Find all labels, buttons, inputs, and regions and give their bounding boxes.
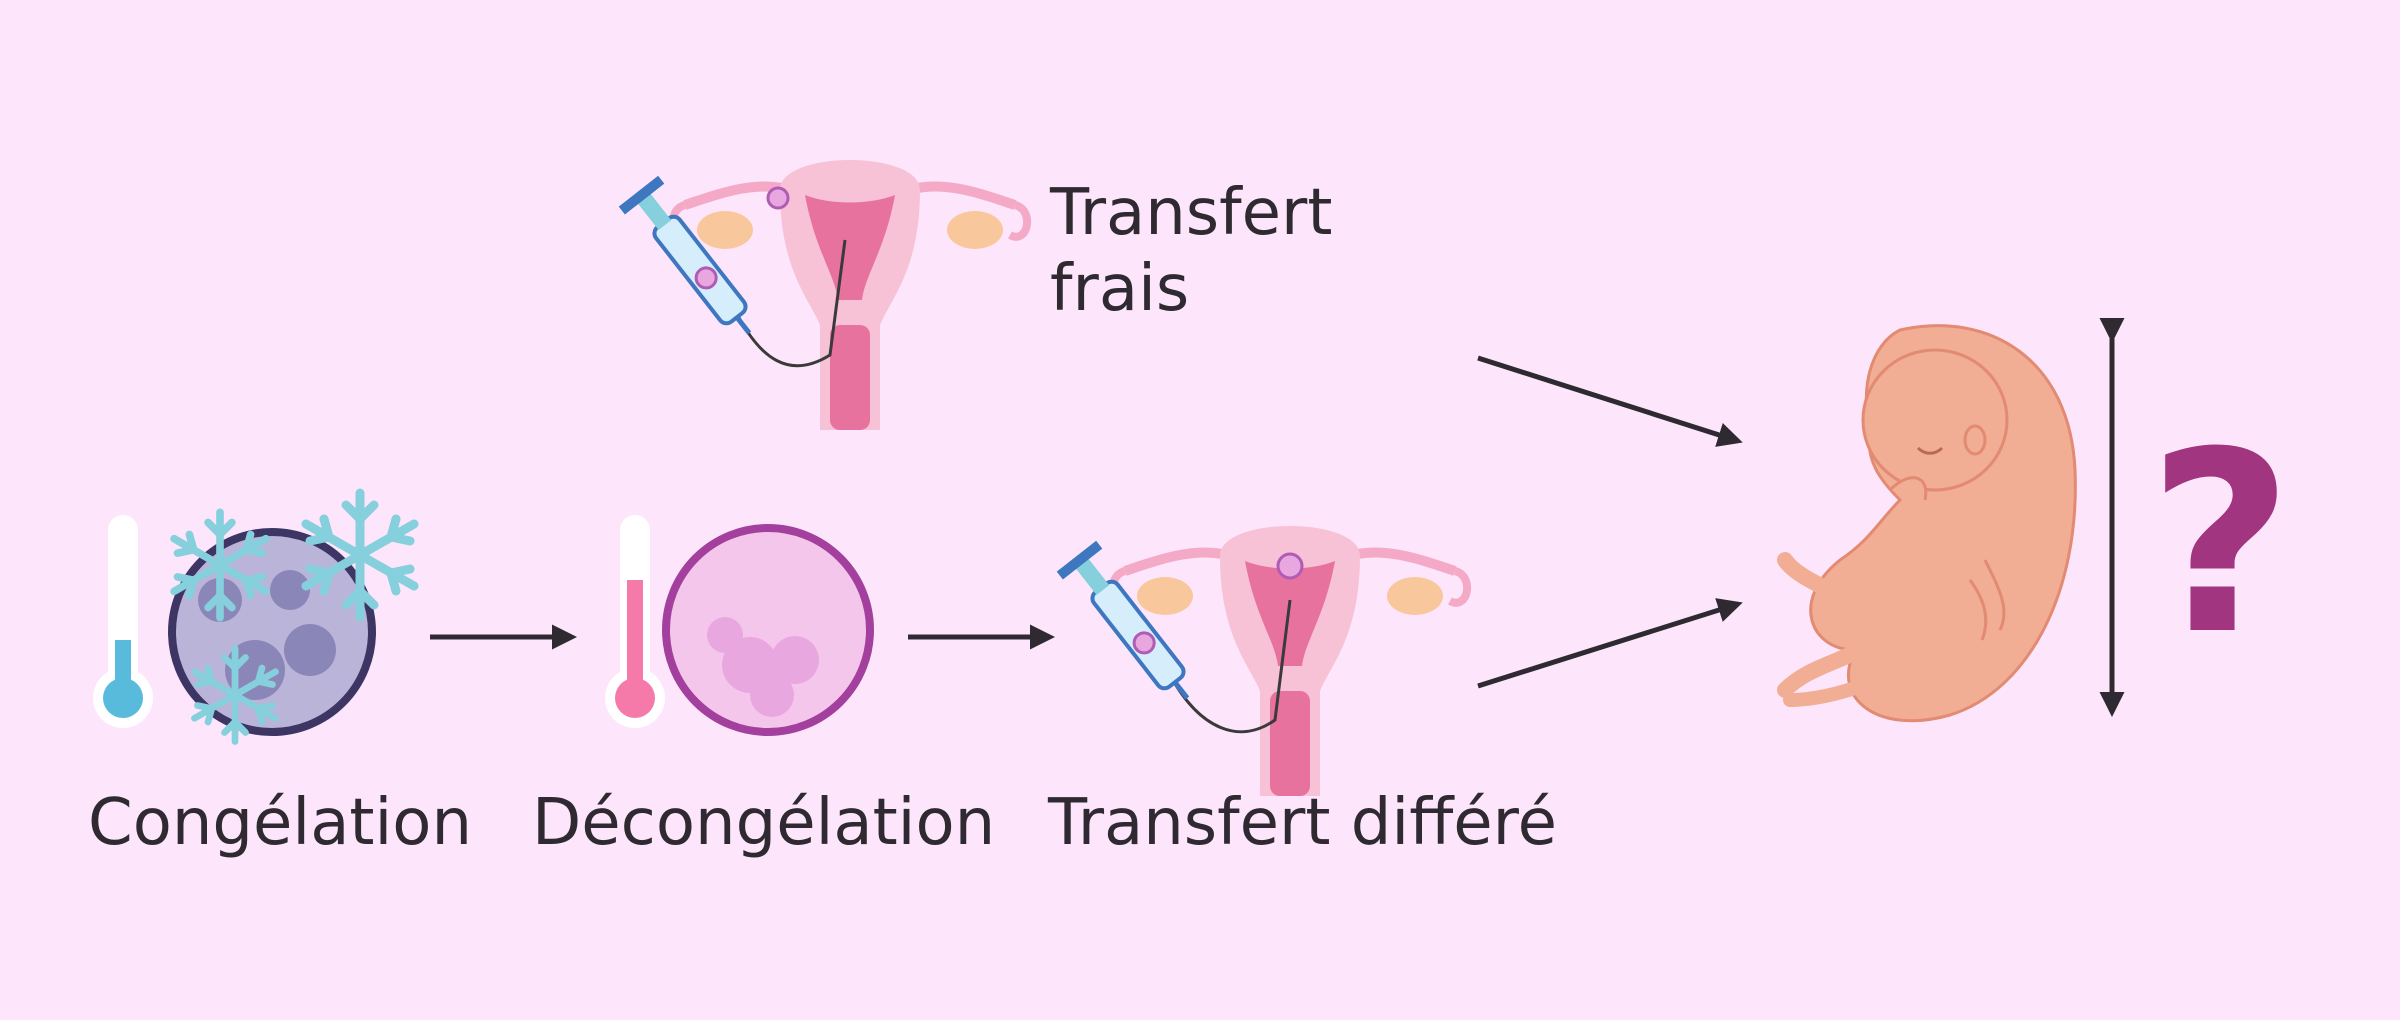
uterus-icon	[673, 160, 1027, 430]
label-freezing: Congélation	[88, 786, 472, 860]
arrow-deferred-to-outcome	[1477, 598, 1743, 689]
thermometer-warm-icon	[605, 515, 665, 728]
uterus-icon	[1113, 526, 1467, 796]
syringe-catheter-icon	[619, 176, 847, 368]
thawed-embryo-icon	[662, 524, 874, 736]
label-thawing: Décongélation	[532, 786, 996, 860]
syringe-catheter-icon	[1057, 541, 1292, 734]
arrow-fresh-to-outcome	[1477, 355, 1743, 447]
fetus-icon	[1777, 324, 2077, 723]
label-deferred-transfer: Transfert différé	[1048, 786, 1557, 860]
question-mark-icon: ?	[2148, 398, 2293, 689]
label-fresh-transfer: Transfert frais	[1050, 176, 1333, 326]
thermometer-cold-icon	[93, 515, 153, 728]
